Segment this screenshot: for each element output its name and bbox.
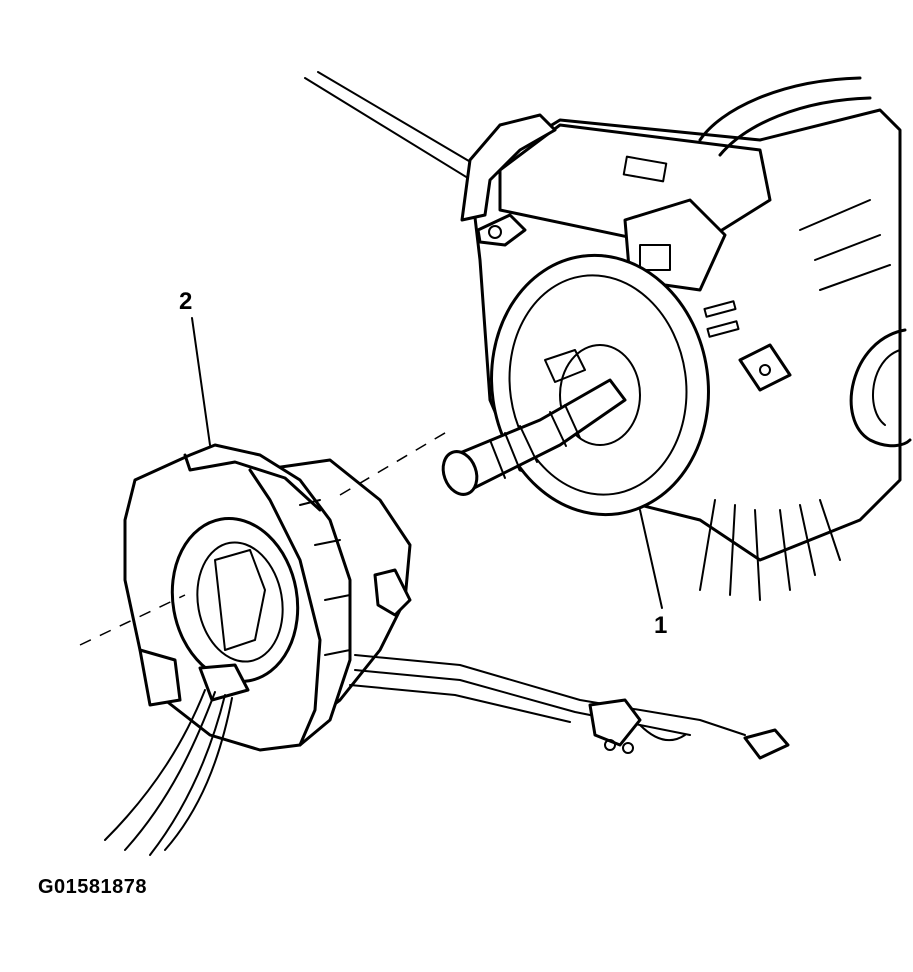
alignment-lines — [79, 429, 451, 646]
callout-2: 2 — [179, 288, 193, 315]
figure-id: G01581878 — [38, 876, 148, 898]
leader-lines — [191, 317, 663, 609]
column-ring-item-1 — [441, 253, 710, 517]
clock-spring-item-2 — [123, 443, 412, 752]
leader-line-1 — [639, 509, 663, 609]
callout-1: 1 — [654, 612, 668, 639]
leader-line-2 — [191, 317, 211, 446]
wiring-harness — [104, 654, 790, 856]
